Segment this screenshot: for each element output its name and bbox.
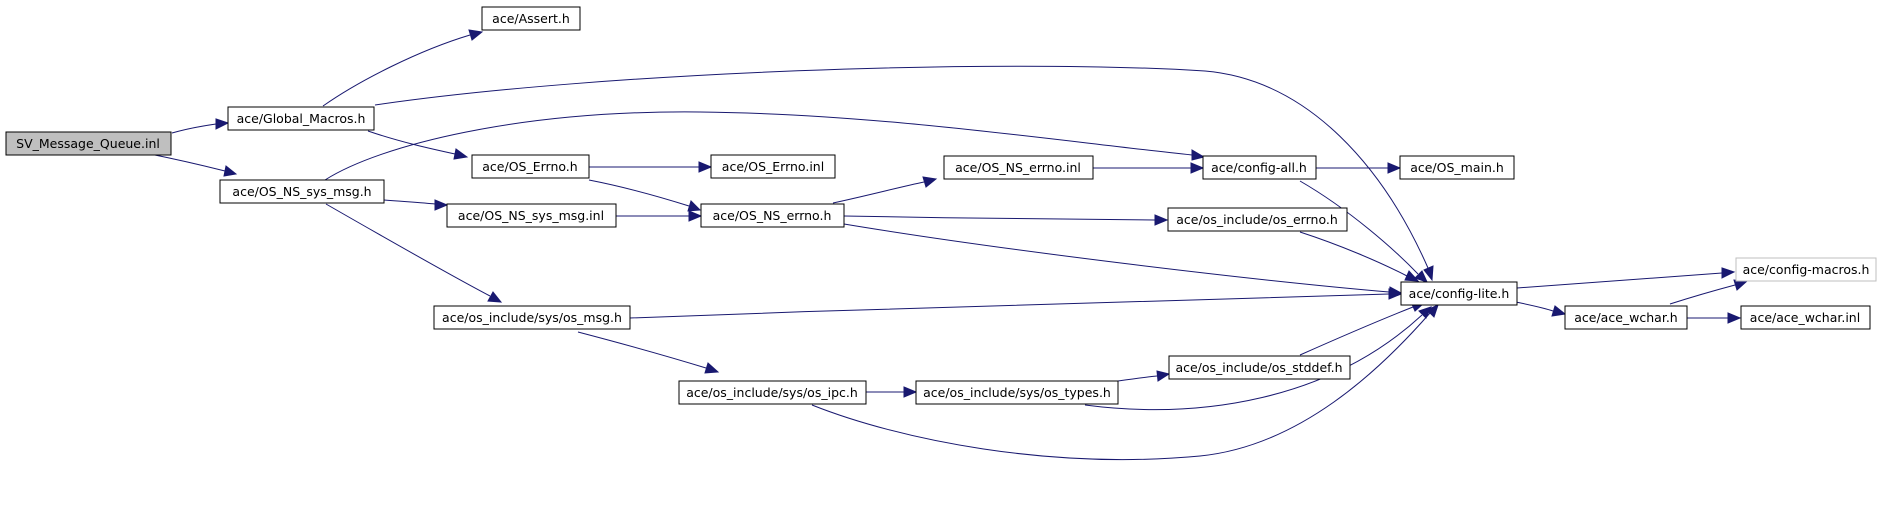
edge-config-all-to-os-main xyxy=(1316,162,1402,174)
node-label: ace/config-macros.h xyxy=(1743,262,1870,277)
node-global-macros-h[interactable]: ace/Global_Macros.h xyxy=(227,106,375,131)
node-os-errno-inl[interactable]: ace/OS_Errno.inl xyxy=(710,154,836,179)
node-config-macros-h[interactable]: ace/config-macros.h xyxy=(1735,257,1877,282)
edge-os-ns-sys-msg-to-sys-msg-inl xyxy=(383,199,449,211)
edge-os-msg-to-os-ipc xyxy=(577,331,720,374)
node-label: ace/os_include/sys/os_types.h xyxy=(923,385,1111,400)
node-os-include-os-stddef-h[interactable]: ace/os_include/os_stddef.h xyxy=(1168,355,1351,380)
edge-global-macros-to-config-lite xyxy=(374,65,1434,282)
edge-ace-wchar-to-config-macros xyxy=(1669,279,1749,305)
edge-config-all-to-config-lite xyxy=(1299,180,1428,283)
edge-os-msg-to-config-lite xyxy=(629,288,1403,319)
node-label: SV_Message_Queue.inl xyxy=(16,136,160,151)
edge-ace-wchar-to-ace-wchar-inl xyxy=(1687,312,1742,324)
edge-sv-to-os-ns-sys-msg xyxy=(149,153,238,177)
node-label: ace/OS_NS_errno.inl xyxy=(955,160,1081,175)
edge-os-include-errno-to-config-lite xyxy=(1299,231,1420,282)
node-os-ns-sys-msg-h[interactable]: ace/OS_NS_sys_msg.h xyxy=(219,179,385,204)
node-sv-message-queue-inl[interactable]: SV_Message_Queue.inl xyxy=(5,131,172,156)
node-os-include-sys-os-msg-h[interactable]: ace/os_include/sys/os_msg.h xyxy=(433,305,631,330)
edge-os-errno-to-ns-errno-h xyxy=(588,179,702,212)
node-os-ns-errno-h[interactable]: ace/OS_NS_errno.h xyxy=(700,203,845,228)
edge-os-types-to-os-stddef xyxy=(1117,370,1171,382)
edge-ns-errno-h-to-os-include-errno xyxy=(843,214,1169,226)
edge-sys-msg-inl-to-ns-errno-h xyxy=(616,210,703,222)
edge-config-lite-to-config-macros xyxy=(1516,267,1736,289)
edge-os-ipc-to-os-types xyxy=(866,386,918,398)
node-label: ace/os_include/sys/os_msg.h xyxy=(442,310,622,325)
node-ace-wchar-h[interactable]: ace/ace_wchar.h xyxy=(1564,305,1688,330)
node-assert-h[interactable]: ace/Assert.h xyxy=(481,6,581,31)
node-os-ns-errno-inl[interactable]: ace/OS_NS_errno.inl xyxy=(943,155,1094,180)
edge-os-ns-sys-msg-to-os-msg xyxy=(325,203,503,303)
node-label: ace/os_include/sys/os_ipc.h xyxy=(686,385,858,400)
node-label: ace/OS_NS_sys_msg.h xyxy=(232,184,371,199)
edge-ns-errno-h-to-config-lite xyxy=(843,223,1403,298)
node-os-main-h[interactable]: ace/OS_main.h xyxy=(1399,155,1515,180)
edge-global-macros-to-os-errno xyxy=(367,130,469,160)
node-label: ace/Assert.h xyxy=(492,11,570,26)
node-label: ace/Global_Macros.h xyxy=(237,111,366,126)
node-label: ace/OS_Errno.inl xyxy=(722,159,824,174)
node-ace-wchar-inl[interactable]: ace/ace_wchar.inl xyxy=(1740,305,1871,330)
node-label: ace/os_include/os_errno.h xyxy=(1176,212,1338,227)
edge-os-ipc-to-config-lite xyxy=(811,304,1439,460)
edge-os-types-to-config-lite xyxy=(1084,306,1432,411)
edge-sv-to-global-macros xyxy=(171,118,230,134)
edge-os-errno-to-os-errno-inl xyxy=(589,161,713,173)
node-label: ace/os_include/os_stddef.h xyxy=(1175,360,1342,375)
edge-ns-errno-inl-to-config-all xyxy=(1093,162,1205,174)
node-label: ace/OS_NS_errno.h xyxy=(713,208,832,223)
node-os-errno-h[interactable]: ace/OS_Errno.h xyxy=(471,154,590,179)
node-os-include-sys-os-ipc-h[interactable]: ace/os_include/sys/os_ipc.h xyxy=(678,380,867,405)
edge-os-stddef-to-config-lite xyxy=(1299,301,1426,356)
node-label: ace/OS_NS_sys_msg.inl xyxy=(458,208,604,223)
node-os-include-os-errno-h[interactable]: ace/os_include/os_errno.h xyxy=(1167,207,1348,232)
node-config-all-h[interactable]: ace/config-all.h xyxy=(1202,155,1317,180)
node-label: ace/config-lite.h xyxy=(1409,286,1510,301)
edge-global-macros-to-assert xyxy=(322,29,484,107)
edge-ns-errno-h-to-ns-errno-inl xyxy=(832,176,938,204)
node-label: ace/OS_Errno.h xyxy=(482,159,577,174)
node-os-include-sys-os-types-h[interactable]: ace/os_include/sys/os_types.h xyxy=(915,380,1119,405)
node-label: ace/config-all.h xyxy=(1211,160,1307,175)
node-os-ns-sys-msg-inl[interactable]: ace/OS_NS_sys_msg.inl xyxy=(446,203,617,228)
node-label: ace/ace_wchar.inl xyxy=(1750,310,1860,325)
edge-config-lite-to-ace-wchar xyxy=(1515,301,1567,317)
node-label: ace/ace_wchar.h xyxy=(1574,310,1677,325)
edge-os-ns-sys-msg-to-config-all xyxy=(324,111,1206,181)
node-label: ace/OS_main.h xyxy=(1410,160,1504,175)
node-config-lite-h[interactable]: ace/config-lite.h xyxy=(1400,281,1518,306)
